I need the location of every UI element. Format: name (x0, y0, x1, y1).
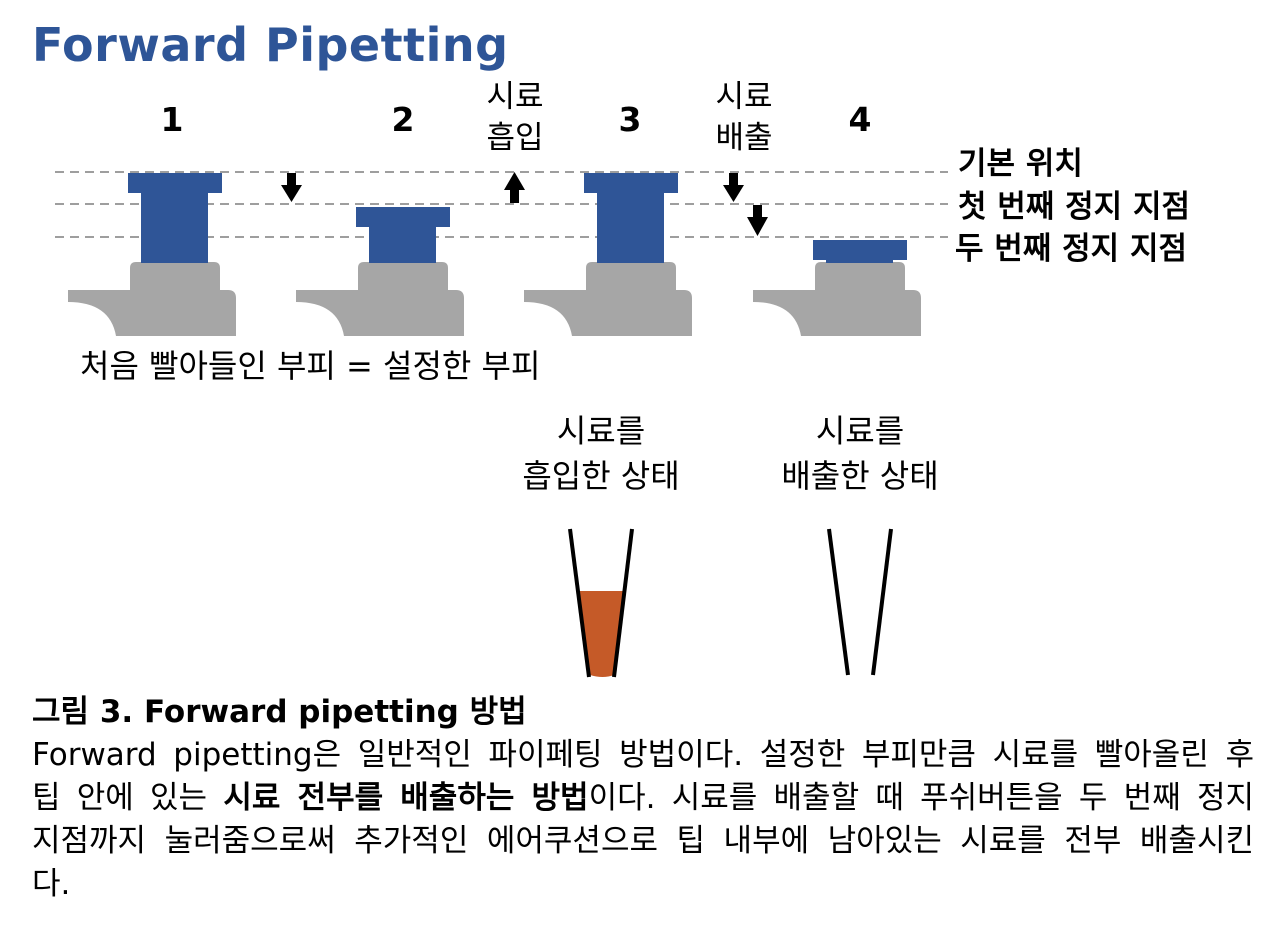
dispense-label-line1: 시료 (715, 79, 772, 115)
aspirate-label-line1: 시료 (486, 79, 543, 115)
down-arrow-icon (747, 205, 768, 236)
plunger-stem (369, 224, 436, 263)
rest-position-label: 기본 위치 (958, 146, 1083, 182)
caption-text-1: Forward pipetting은 일반적인 파이페팅 방법이다. 설정한 부… (32, 737, 1254, 816)
pipette-body (296, 262, 464, 336)
step-number-1: 1 (161, 100, 184, 139)
up-arrow-icon (504, 172, 525, 203)
pipette-body (753, 262, 921, 336)
dispense-label-line2: 배출 (715, 120, 772, 156)
step-number-3: 3 (619, 100, 642, 139)
plunger-button (813, 240, 907, 260)
pipette-step-2 (296, 207, 464, 336)
plunger-stem (141, 192, 208, 263)
tip-wall-left (827, 528, 850, 676)
caption-text-2: 이다. 시료를 배출할 때 푸쉬버튼을 두 번째 정지 지점까지 눌러줌으로써 … (32, 780, 1254, 902)
sample-liquid (579, 591, 623, 677)
tip-wall-right (612, 528, 634, 678)
down-arrow-icon (281, 173, 302, 202)
caption-body: Forward pipetting은 일반적인 파이페팅 방법이다. 설정한 부… (32, 734, 1254, 906)
dispensed-state-label-line2: 배출한 상태 (781, 457, 938, 495)
dispensed-state-label-line1: 시료를 (816, 412, 904, 450)
pipette-step-3 (524, 173, 692, 336)
plunger-button (128, 173, 222, 193)
step-number-4: 4 (849, 100, 872, 139)
aspirated-state-label-line1: 시료를 (557, 412, 645, 450)
second-stop-label: 두 번째 정지 지점 (955, 231, 1187, 267)
tip-wall-right (871, 528, 893, 676)
first-stop-label: 첫 번째 정지 지점 (958, 189, 1190, 225)
caption-emphasis: 시료 전부를 배출하는 방법 (223, 780, 589, 816)
pipette-body (524, 262, 692, 336)
plunger-stem (597, 192, 664, 263)
aspirate-label-line2: 흡입 (486, 120, 543, 156)
step-number-2: 2 (392, 100, 415, 139)
page-title: Forward Pipetting (32, 18, 509, 72)
down-arrow-icon (723, 173, 744, 202)
aspirated-state-label-line2: 흡입한 상태 (522, 457, 679, 495)
caption-title: 그림 3. Forward pipetting 방법 (32, 694, 527, 730)
pipette-step-1 (68, 173, 236, 336)
tip-with-sample (568, 528, 634, 678)
tip-wall-left (568, 528, 591, 678)
pipette-body (68, 262, 236, 336)
volume-note: 처음 빨아들인 부피 = 설정한 부피 (80, 347, 540, 385)
plunger-button (584, 173, 678, 193)
tip-empty (827, 528, 893, 676)
pipette-step-4 (753, 240, 921, 336)
plunger-button (356, 207, 450, 227)
figure-caption: 그림 3. Forward pipetting 방법 Forward pipet… (32, 690, 1254, 906)
